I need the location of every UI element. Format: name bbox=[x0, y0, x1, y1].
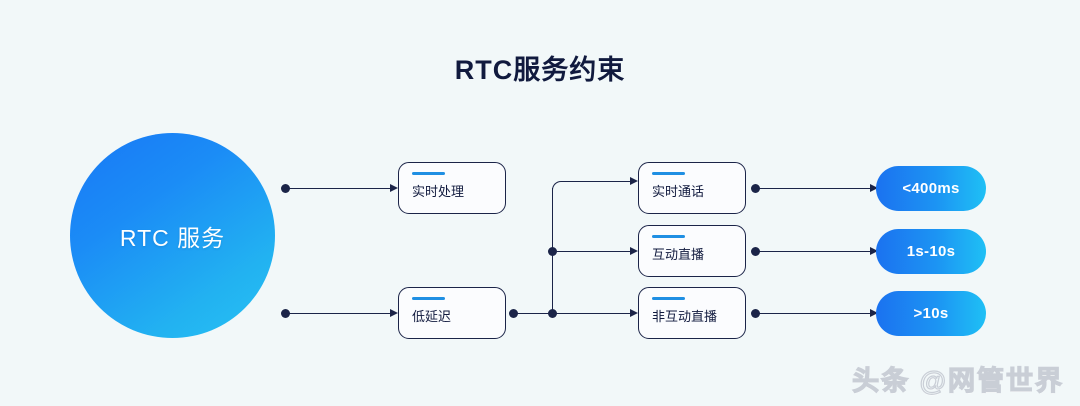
node-label: 非互动直播 bbox=[652, 309, 718, 324]
result-pill-1s-10s[interactable]: 1s-10s bbox=[876, 229, 986, 274]
edge-line-to-interactive bbox=[557, 251, 630, 253]
source-node-rtc-service[interactable]: RTC 服务 bbox=[70, 133, 275, 338]
source-node-label: RTC 服务 bbox=[119, 224, 226, 251]
result-pill-label: <400ms bbox=[902, 180, 960, 197]
edge-junction-dot-middle bbox=[548, 247, 557, 256]
result-pill-400ms[interactable]: <400ms bbox=[876, 166, 986, 211]
node-label: 实时处理 bbox=[412, 184, 465, 199]
edge-line-noninteractive-to-10s bbox=[757, 313, 870, 315]
edge-elbow-to-realtime-call bbox=[552, 181, 568, 193]
node-low-latency[interactable]: 低延迟 bbox=[398, 287, 506, 339]
edge-dot-interactive-to-1s10s bbox=[751, 247, 760, 256]
node-accent-bar bbox=[652, 297, 685, 300]
node-label: 实时通话 bbox=[652, 184, 705, 199]
result-pill-label: 1s-10s bbox=[906, 243, 956, 260]
edge-line-interactive-to-1s10s bbox=[757, 251, 870, 253]
node-label: 低延迟 bbox=[412, 309, 452, 324]
edge-dot-lowlatency-out bbox=[509, 309, 518, 318]
edge-dot-circle-to-lowlatency bbox=[281, 309, 290, 318]
edge-dot-call-to-400ms bbox=[751, 184, 760, 193]
edge-junction-dot-bottom bbox=[548, 309, 557, 318]
edge-arrow-to-realtime-call bbox=[630, 177, 638, 185]
node-interactive-live[interactable]: 互动直播 bbox=[638, 225, 746, 277]
node-accent-bar bbox=[412, 172, 445, 175]
node-accent-bar bbox=[412, 297, 445, 300]
edge-dot-noninteractive-to-10s bbox=[751, 309, 760, 318]
node-realtime-call[interactable]: 实时通话 bbox=[638, 162, 746, 214]
edge-dot-circle-to-realtime bbox=[281, 184, 290, 193]
edge-arrow-interactive-to-1s10s bbox=[870, 247, 878, 255]
edge-line-to-realtime-call bbox=[566, 181, 630, 183]
edge-arrow-circle-to-realtime bbox=[390, 184, 398, 192]
edge-arrow-call-to-400ms bbox=[870, 184, 878, 192]
node-noninteractive-live[interactable]: 非互动直播 bbox=[638, 287, 746, 339]
edge-arrow-circle-to-lowlatency bbox=[390, 309, 398, 317]
edge-line-call-to-400ms bbox=[757, 188, 870, 190]
edge-line-lowlatency-to-noninteractive bbox=[515, 313, 630, 315]
node-accent-bar bbox=[652, 235, 685, 238]
result-pill-10s[interactable]: >10s bbox=[876, 291, 986, 336]
edge-arrow-noninteractive-to-10s bbox=[870, 309, 878, 317]
edge-line-circle-to-realtime bbox=[288, 188, 390, 190]
result-pill-label: >10s bbox=[913, 305, 949, 322]
edge-arrow-to-noninteractive bbox=[630, 309, 638, 317]
watermark: 头条 @网管世界 bbox=[852, 365, 1064, 396]
node-label: 互动直播 bbox=[652, 247, 705, 262]
node-realtime-processing[interactable]: 实时处理 bbox=[398, 162, 506, 214]
edge-line-circle-to-lowlatency bbox=[288, 313, 390, 315]
page-title: RTC服务约束 bbox=[454, 55, 626, 85]
node-accent-bar bbox=[652, 172, 685, 175]
edge-arrow-to-interactive bbox=[630, 247, 638, 255]
